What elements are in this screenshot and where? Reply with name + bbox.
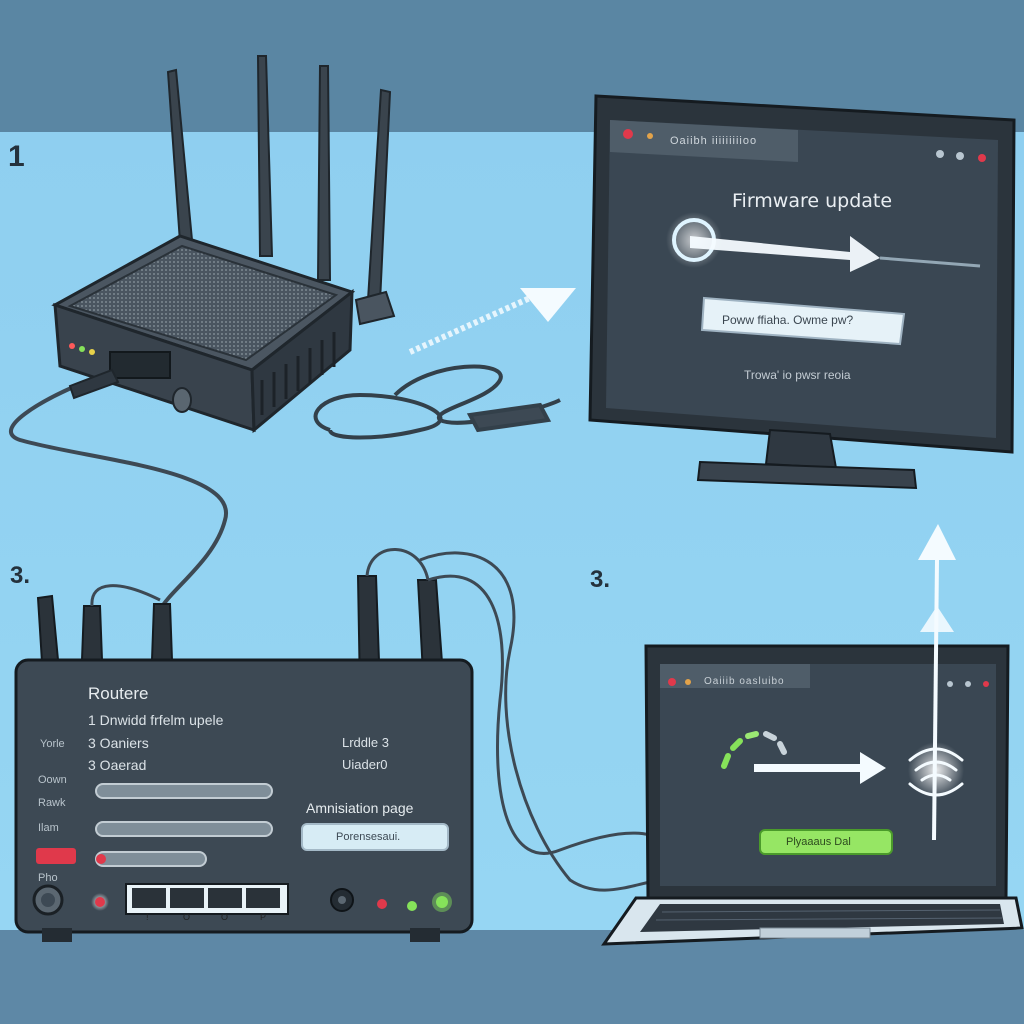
port-label: !	[146, 912, 149, 922]
status-led-yellow	[89, 349, 95, 355]
upload-arrow	[918, 524, 956, 841]
coiled-cable	[313, 364, 561, 440]
progress-status-button[interactable]	[759, 829, 893, 855]
laptop-tab-label[interactable]: Oaiiib oasluibo	[704, 676, 785, 687]
reset-toggle[interactable]	[36, 848, 76, 864]
wireless-router	[51, 55, 396, 434]
admin-field[interactable]	[301, 823, 449, 851]
window-minimize-icon[interactable]	[647, 133, 653, 139]
settings-slider[interactable]	[95, 851, 207, 867]
confirm-dialog-button-label[interactable]: Poww ffiaha. Owme pw?	[722, 313, 854, 327]
panel-led-red	[377, 899, 387, 909]
router-side-label: Rawk	[38, 797, 66, 809]
status-led-red	[69, 343, 75, 349]
window-control-icon[interactable]	[936, 150, 944, 158]
panel-led-green	[407, 901, 417, 911]
admin-page-label: Amnisiation page	[306, 800, 414, 816]
progress-arrow-icon	[690, 236, 880, 272]
router-menu-item[interactable]: 3 Oaerad	[88, 757, 147, 773]
panel-led-red	[95, 897, 105, 907]
window-control-icon[interactable]	[978, 154, 986, 162]
lan-port-icon	[170, 888, 204, 908]
router-side-label: Oown	[38, 774, 67, 786]
step-number-3: 3.	[10, 562, 31, 589]
window-close-icon[interactable]	[623, 129, 633, 139]
router-side-label: Ilam	[38, 822, 59, 834]
status-led-green	[79, 346, 85, 352]
transfer-arrow-icon	[754, 752, 886, 784]
lan-port-icon	[208, 888, 242, 908]
router-panel-title: Routere	[88, 684, 149, 703]
router-status-label: Lrddle 3	[342, 735, 389, 750]
ethernet-cable	[9, 378, 228, 611]
admin-field-text[interactable]: Porensesaui.	[336, 831, 401, 843]
router-menu-item[interactable]: 1 Dnwidd frfelm upele	[88, 712, 224, 728]
settings-slider[interactable]	[95, 783, 273, 799]
panel-led-green	[436, 896, 448, 908]
laptop	[601, 644, 1024, 946]
lan-port-icon	[132, 888, 166, 908]
router-admin-panel	[14, 548, 661, 942]
monitor-screen	[606, 120, 998, 438]
confirm-dialog-button[interactable]	[700, 296, 906, 346]
step-number-3-right: 3.	[590, 566, 611, 593]
port-label: O	[221, 912, 229, 922]
port-label: O	[183, 912, 191, 922]
lan-port-icon	[246, 888, 280, 908]
monitor	[588, 94, 1016, 490]
settings-slider[interactable]	[95, 821, 273, 837]
monitor-tab-label[interactable]: Oaiibh iiiiiiiiioo	[670, 135, 758, 147]
ethernet-port-icon	[109, 351, 171, 379]
loading-spinner-icon	[721, 731, 787, 769]
firmware-update-title: Firmware update	[732, 190, 893, 212]
router-menu-item[interactable]: 3 Oaniers	[88, 735, 149, 751]
router-side-label: Yorle	[40, 738, 65, 750]
antenna-icon	[166, 55, 396, 326]
arrow-to-monitor	[408, 288, 576, 355]
router-side-label: Pho	[38, 872, 58, 884]
monitor-hint-text: Trowa' io pwsr reoia	[744, 368, 851, 382]
step-number-1: 1	[8, 140, 25, 173]
router-status-label: Uiader0	[342, 757, 388, 772]
floor-band	[0, 930, 1024, 1024]
window-control-icon[interactable]	[956, 152, 964, 160]
port-label: P	[260, 912, 267, 922]
progress-status-button-label[interactable]: Plyaaaus Dal	[786, 836, 851, 848]
